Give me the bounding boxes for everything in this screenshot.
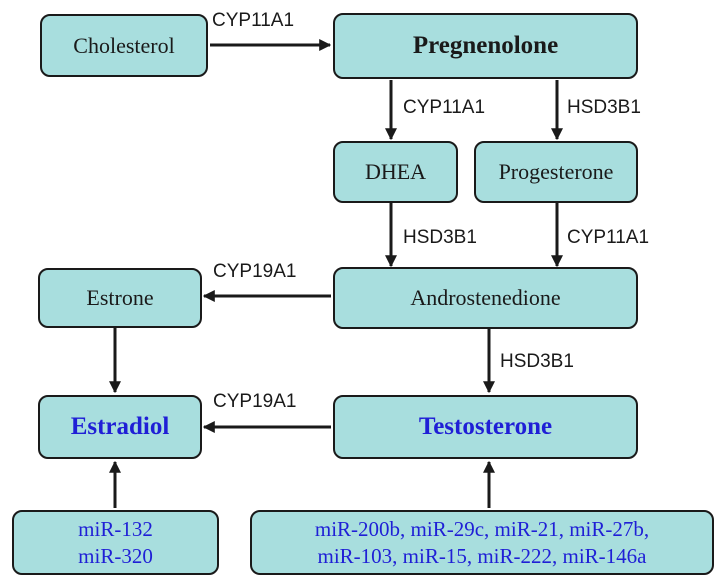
enzyme-label-preg-dhea: CYP11A1 <box>403 97 486 118</box>
enzyme-label-andro-testo: HSD3B1 <box>500 351 574 372</box>
node-dhea-label: DHEA <box>364 159 427 185</box>
enzyme-label-chol-preg: CYP11A1 <box>212 10 295 31</box>
node-androstenedione: Androstenedione <box>333 267 638 329</box>
node-estradiol-label: Estradiol <box>70 413 170 441</box>
mirna-box-estradiol: miR-132 miR-320 <box>12 510 219 575</box>
enzyme-label-dhea-andro: HSD3B1 <box>403 227 477 248</box>
node-androstenedione-label: Androstenedione <box>410 285 561 311</box>
mirna-estradiol-line1: miR-132 <box>78 517 153 542</box>
node-cholesterol: Cholesterol <box>40 14 208 77</box>
enzyme-label-testo-estradiol: CYP19A1 <box>213 391 297 412</box>
node-pregnenolone-label: Pregnenolone <box>412 32 559 60</box>
enzyme-label-preg-prog: HSD3B1 <box>567 97 641 118</box>
node-testosterone-label: Testosterone <box>418 413 553 441</box>
node-estradiol: Estradiol <box>38 395 202 459</box>
mirna-box-testosterone: miR-200b, miR-29c, miR-21, miR-27b, miR-… <box>250 510 714 575</box>
mirna-estradiol-line2: miR-320 <box>78 543 153 568</box>
node-progesterone-label: Progesterone <box>498 159 614 185</box>
node-testosterone: Testosterone <box>333 395 638 459</box>
enzyme-label-prog-andro: CYP11A1 <box>567 227 650 248</box>
node-estrone: Estrone <box>38 268 202 328</box>
node-cholesterol-label: Cholesterol <box>73 32 175 58</box>
node-progesterone: Progesterone <box>474 141 638 203</box>
enzyme-label-andro-estrone: CYP19A1 <box>213 261 297 282</box>
mirna-testosterone-line2: miR-103, miR-15, miR-222, miR-146a <box>317 543 647 568</box>
mirna-testosterone-line1: miR-200b, miR-29c, miR-21, miR-27b, <box>314 517 650 542</box>
node-pregnenolone: Pregnenolone <box>333 13 638 79</box>
node-dhea: DHEA <box>333 141 458 203</box>
node-estrone-label: Estrone <box>86 285 154 311</box>
